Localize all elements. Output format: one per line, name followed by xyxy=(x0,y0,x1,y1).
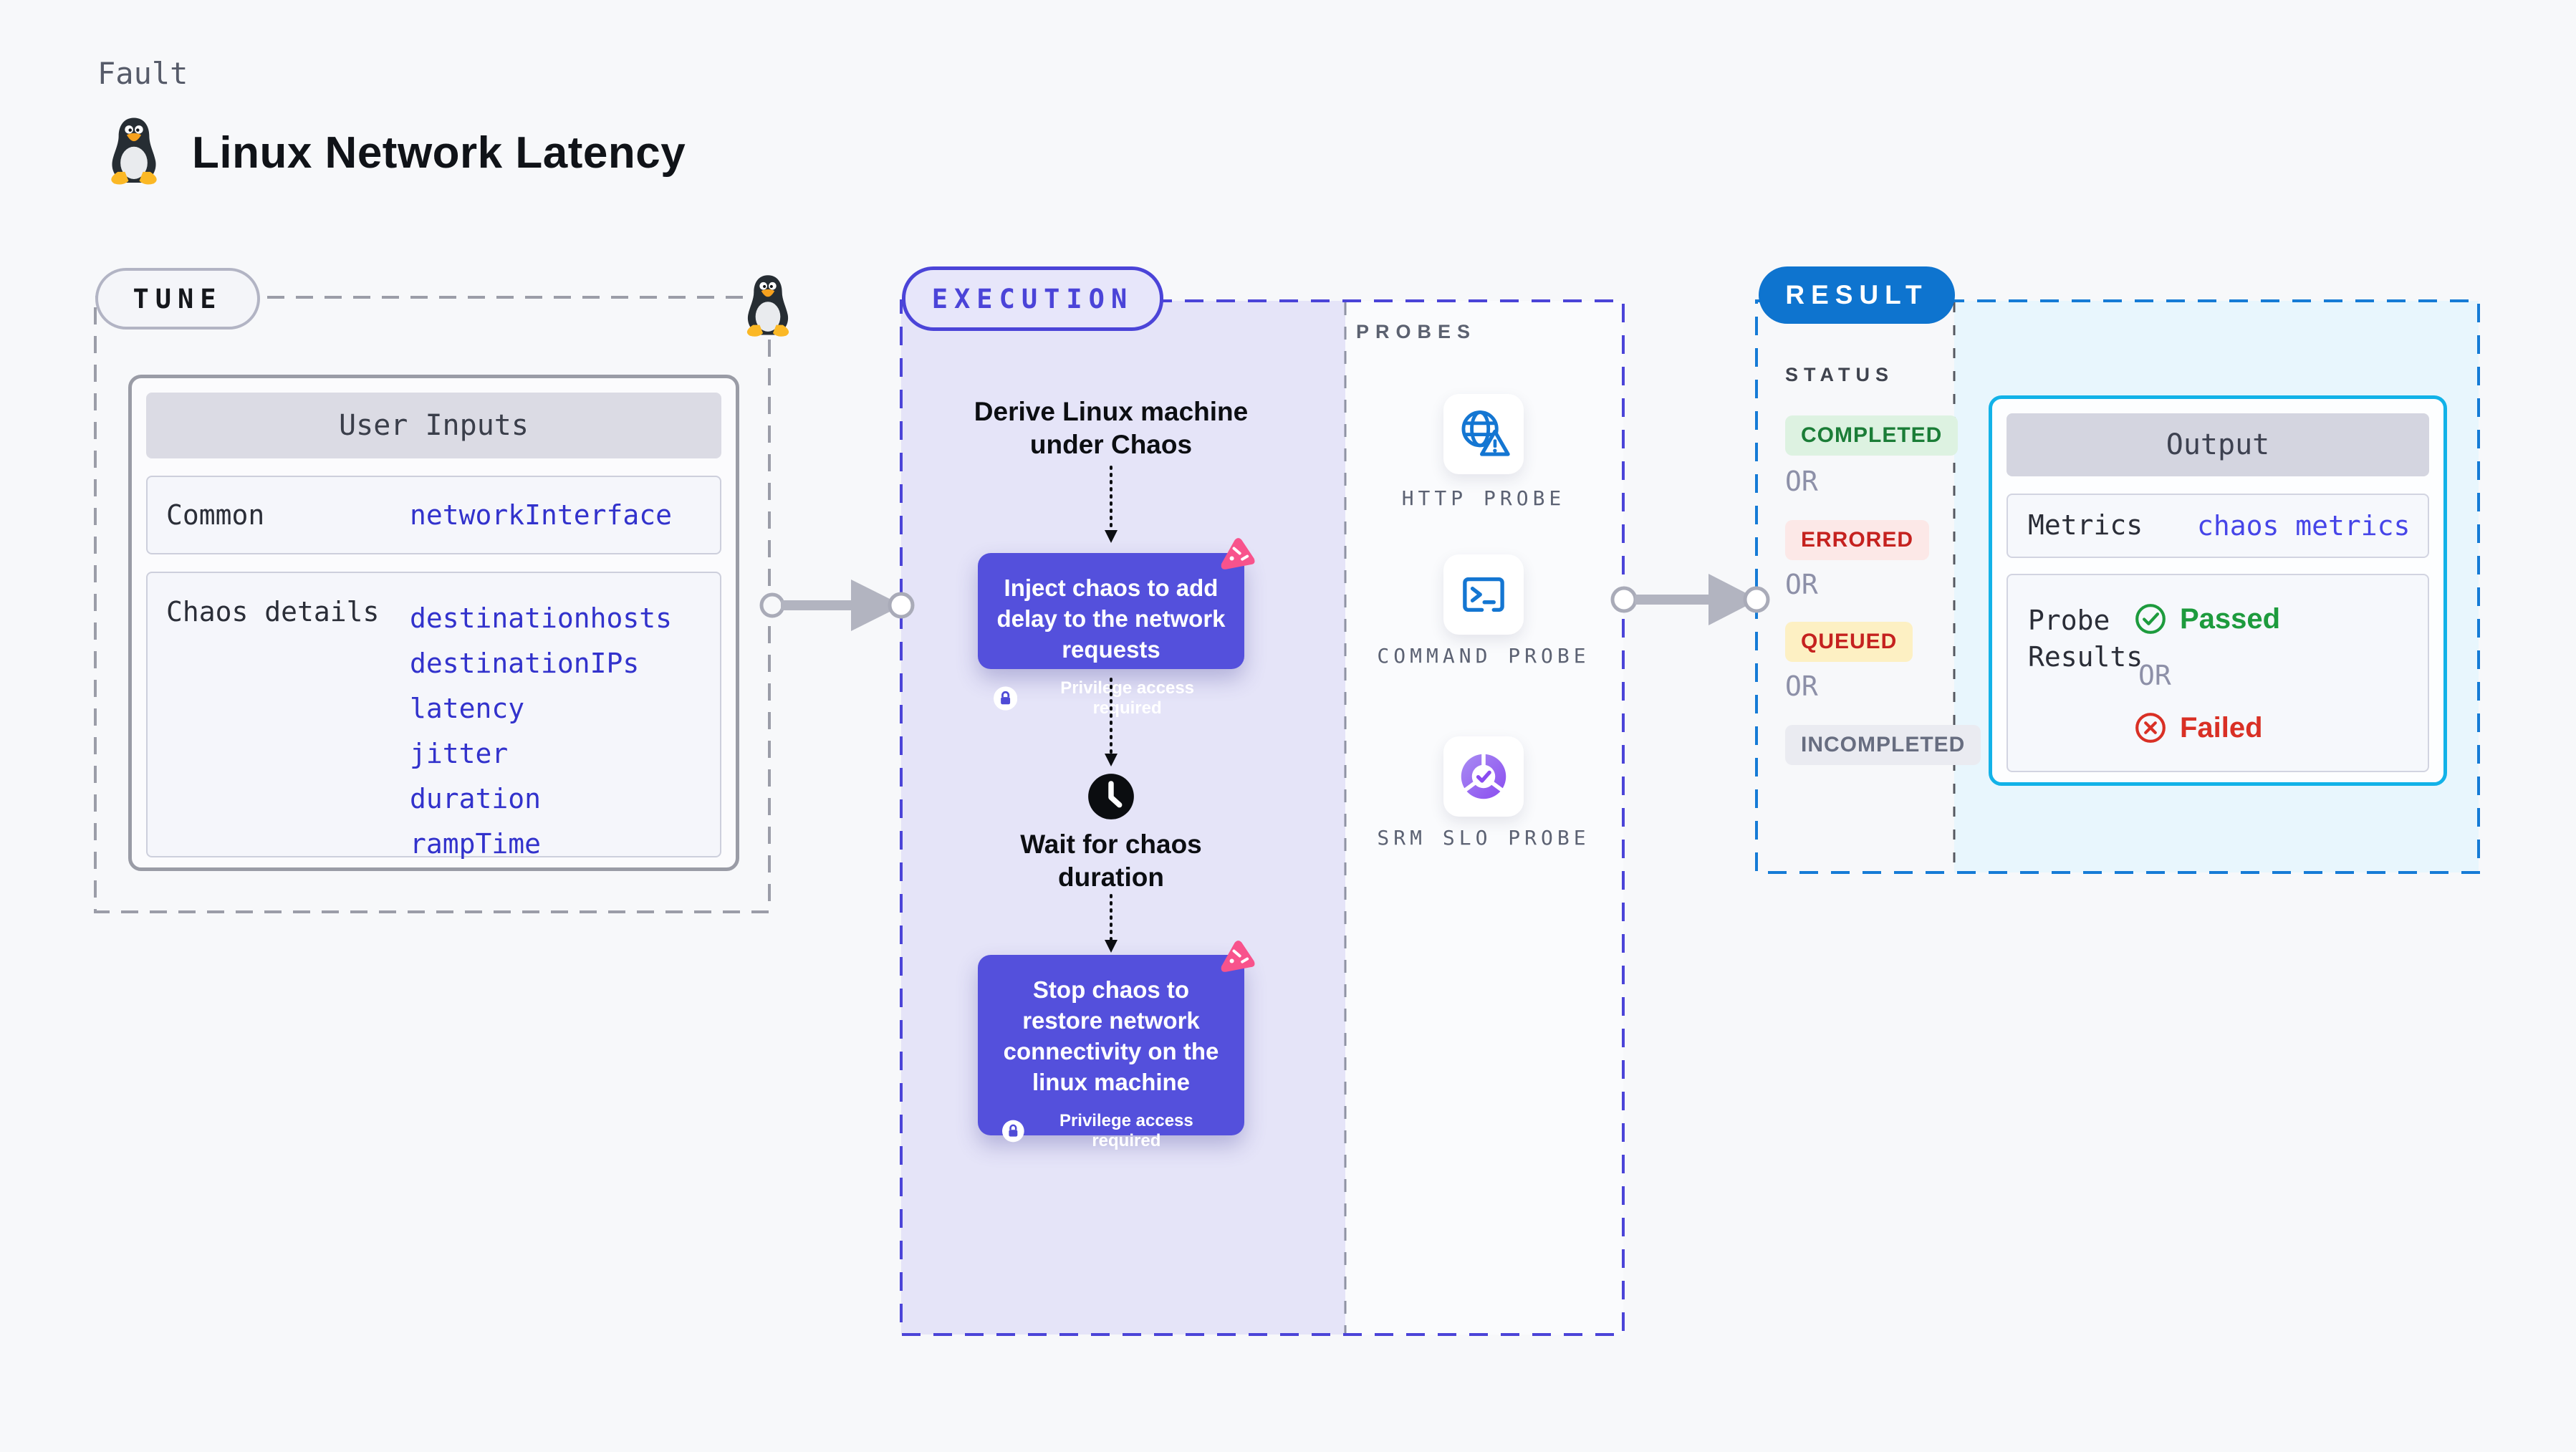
terminal-icon xyxy=(1463,577,1504,612)
http-probe-label: HTTP PROBE xyxy=(1401,486,1566,510)
execution-to-result-arrow xyxy=(1610,574,1770,625)
clock-icon xyxy=(1088,774,1134,819)
srm-slo-probe-label: SRM SLO PROBE xyxy=(1377,826,1590,850)
x-circle-icon xyxy=(2135,713,2166,743)
command-probe-label: COMMAND PROBE xyxy=(1377,644,1590,668)
result-section-badge: RESULT xyxy=(1759,266,1955,324)
stop-chaos-node: Stop chaos to restore network connectivi… xyxy=(978,955,1244,1150)
execution-box xyxy=(900,299,1625,1336)
param-link-latency[interactable]: latency xyxy=(410,693,525,724)
probes-header: PROBES xyxy=(1356,321,1477,342)
status-badge-queued: QUEUED xyxy=(1785,622,1913,662)
probe-result-passed: Passed xyxy=(2134,602,2280,635)
inject-chaos-text: Inject chaos to add delay to the network… xyxy=(996,574,1226,663)
tune-to-execution-arrow xyxy=(759,580,915,631)
flow-arrow-down-icon xyxy=(1105,466,1118,543)
flow-arrow-down-icon xyxy=(1105,894,1118,953)
passed-label: Passed xyxy=(2180,602,2281,635)
or-separator: OR xyxy=(1785,569,1818,600)
input-row-label: Common xyxy=(166,499,265,531)
input-row-common: Common networkInterface xyxy=(146,476,721,554)
tux-penguin-icon xyxy=(111,117,157,185)
param-link-destinationhosts[interactable]: destinationhosts xyxy=(410,602,673,634)
param-link-duration[interactable]: duration xyxy=(410,783,542,814)
lock-icon xyxy=(994,686,1018,711)
litmus-chaos-icon xyxy=(1221,538,1255,569)
or-separator: OR xyxy=(1785,670,1818,702)
execution-section-badge: EXECUTION xyxy=(902,266,1163,331)
user-inputs-card: User Inputs Common networkInterface Chao… xyxy=(128,375,739,871)
wait-step-text: Wait for chaos duration xyxy=(1020,830,1202,893)
privilege-note: Privilege access required xyxy=(1060,678,1195,718)
derive-step-text: Derive Linux machine under Chaos xyxy=(974,397,1249,460)
metrics-label: Metrics xyxy=(2028,509,2143,542)
probe-result-failed: Failed xyxy=(2134,711,2263,744)
page-title: Linux Network Latency xyxy=(192,128,686,178)
tune-section-badge: TUNE xyxy=(95,268,260,330)
slo-pie-check-icon xyxy=(1461,752,1506,799)
tux-penguin-icon xyxy=(746,275,789,337)
litmus-chaos-icon xyxy=(1221,941,1255,972)
param-link-networkInterface[interactable]: networkInterface xyxy=(410,499,673,531)
failed-label: Failed xyxy=(2180,711,2263,744)
stop-chaos-text: Stop chaos to restore network connectivi… xyxy=(1003,976,1219,1095)
privilege-note: Privilege access required xyxy=(1059,1110,1193,1150)
metrics-value-link[interactable]: chaos metrics xyxy=(2197,510,2411,542)
globe-warning-icon xyxy=(1461,410,1510,456)
metrics-row: Metrics chaos metrics xyxy=(2007,494,2429,558)
input-row-label: Chaos details xyxy=(166,596,380,628)
output-header: Output xyxy=(2007,413,2429,476)
http-probe-card[interactable] xyxy=(1443,394,1524,474)
lock-icon xyxy=(1002,1120,1024,1142)
or-separator: OR xyxy=(2138,660,2171,691)
status-badge-errored: ERRORED xyxy=(1785,520,1930,560)
input-row-chaos-details: Chaos details destinationhosts destinati… xyxy=(146,572,721,860)
status-header: STATUS xyxy=(1785,364,1894,385)
param-link-destinationIPs[interactable]: destinationIPs xyxy=(410,648,640,679)
probe-results-row: Probe Results Passed OR Failed xyxy=(2007,574,2429,772)
inject-chaos-node: Inject chaos to add delay to the network… xyxy=(978,553,1244,718)
flow-arrow-down-icon xyxy=(1105,678,1118,766)
or-separator: OR xyxy=(1785,466,1818,497)
param-link-jitter[interactable]: jitter xyxy=(410,738,509,769)
check-circle-icon xyxy=(2135,604,2166,634)
status-badge-incompleted: INCOMPLETED xyxy=(1785,725,1981,765)
user-inputs-header: User Inputs xyxy=(146,393,721,458)
command-probe-card[interactable] xyxy=(1443,554,1524,635)
param-link-rampTime[interactable]: rampTime xyxy=(410,828,542,860)
probe-results-label: Probe Results xyxy=(2028,605,2143,673)
status-badge-completed: COMPLETED xyxy=(1785,415,1959,456)
output-card: Output Metrics chaos metrics Probe Resul… xyxy=(1989,395,2447,786)
srm-slo-probe-card[interactable] xyxy=(1443,736,1524,817)
fault-kind-label: Fault xyxy=(97,56,188,91)
